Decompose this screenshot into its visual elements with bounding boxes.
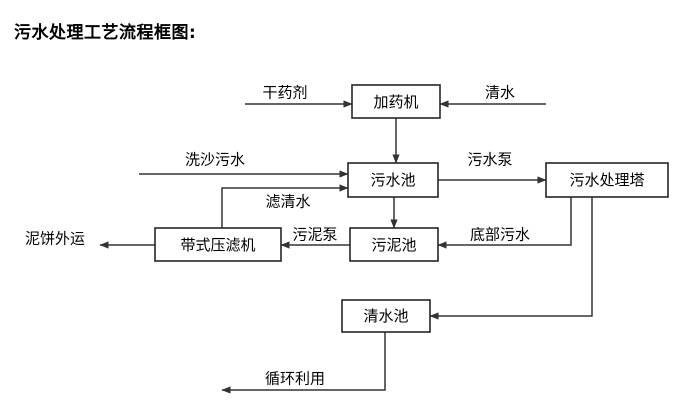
node-treatment-tower[interactable]: 污水处理塔 bbox=[545, 162, 669, 198]
node-belt-filter-press-box bbox=[154, 227, 282, 262]
node-wastewater-pool-label: 污水池 bbox=[370, 171, 415, 189]
edge-label-filtered-water: 滤清水 bbox=[265, 193, 310, 211]
edge-belt-filter-to-wastewater-pool bbox=[221, 184, 349, 228]
node-sludge-pool-box bbox=[349, 227, 439, 262]
node-treatment-tower-label: 污水处理塔 bbox=[569, 171, 644, 189]
edge-treatment-tower-to-clear-water-pool bbox=[429, 197, 593, 320]
node-sludge-pool[interactable]: 污泥池 bbox=[349, 227, 439, 262]
edge-label-mud-cake-out: 泥饼外运 bbox=[25, 230, 85, 248]
node-wastewater-pool-box bbox=[347, 162, 439, 198]
node-wastewater-pool[interactable]: 污水池 bbox=[347, 162, 439, 198]
edge-label-bottom-wastewater: 底部污水 bbox=[470, 226, 530, 244]
node-clear-water-pool-box bbox=[341, 299, 431, 333]
edge-label-sand-wash-water: 洗沙污水 bbox=[185, 151, 245, 169]
node-belt-filter-press-label: 带式压滤机 bbox=[180, 236, 255, 254]
edge-clear-water-pool-to-recycle bbox=[221, 332, 386, 394]
page-title: 污水处理工艺流程框图: bbox=[14, 23, 197, 43]
node-dosing-machine-box bbox=[351, 84, 441, 119]
edge-label-sludge-pump: 污泥泵 bbox=[292, 226, 337, 244]
edge-label-clean-water: 清水 bbox=[485, 84, 515, 102]
node-sludge-pool-label: 污泥池 bbox=[371, 236, 416, 254]
node-treatment-tower-box bbox=[545, 162, 669, 198]
node-belt-filter-press[interactable]: 带式压滤机 bbox=[154, 227, 282, 262]
edge-label-dry-chemical: 干药剂 bbox=[262, 84, 307, 102]
node-dosing-machine[interactable]: 加药机 bbox=[351, 84, 441, 119]
node-clear-water-pool[interactable]: 清水池 bbox=[341, 299, 431, 333]
node-clear-water-pool-label: 清水池 bbox=[363, 307, 408, 325]
node-dosing-machine-label: 加药机 bbox=[373, 93, 418, 111]
edge-label-recycle-reuse: 循环利用 bbox=[265, 370, 325, 388]
edge-label-wastewater-pump: 污水泵 bbox=[467, 151, 512, 169]
edge-treatment-tower-to-sludge-pool bbox=[437, 197, 572, 249]
